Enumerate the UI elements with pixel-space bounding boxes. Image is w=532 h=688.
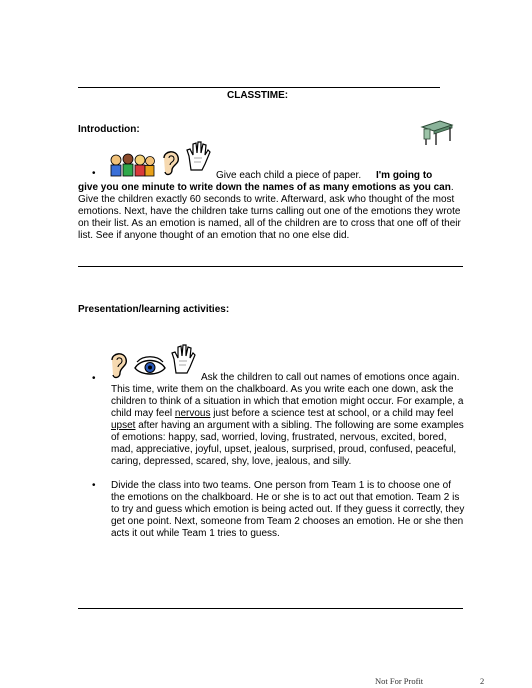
presentation-b1-line: caring, depressed, scared, shy, love, je… xyxy=(111,456,352,467)
presentation-b1-line: of emotions: happy, sad, worried, loving… xyxy=(111,432,447,443)
presentation-b1-line: This time, write them on the chalkboard.… xyxy=(111,384,454,395)
hand-icon xyxy=(170,343,196,375)
underlined-word: upset xyxy=(111,420,136,431)
presentation-b1-line: Ask the children to call out names of em… xyxy=(201,372,460,383)
presentation-b2-line: acts it out while Team 1 tries to guess. xyxy=(111,528,280,539)
presentation-b2-line: Divide the class into two teams. One per… xyxy=(111,480,451,491)
presentation-b1-line: mad, appreciative, joyful, upset, jealou… xyxy=(111,444,457,455)
presentation-b1-line: child may feel nervous just before a sci… xyxy=(111,408,453,420)
intro-line1-plain: Give each child a piece of paper. xyxy=(216,170,362,181)
text-fragment: after having an argument with a sibling.… xyxy=(135,420,464,431)
intro-line2-end: . xyxy=(450,182,454,193)
text-fragment: just before a science test at school, or… xyxy=(210,408,454,419)
page-title: CLASSTIME: xyxy=(227,90,289,101)
presentation-b1-line: upset after having an argument with a si… xyxy=(111,420,464,432)
intro-heading: Introduction: xyxy=(78,124,140,135)
intro-text-line: Give the children exactly 60 seconds to … xyxy=(78,194,455,205)
intro-text-line: list. See if anyone thought of an emotio… xyxy=(78,230,350,241)
intro-text-line: on their list. As an emotion is named, a… xyxy=(78,218,461,229)
eye-icon xyxy=(133,356,167,378)
intro-text-line: emotions. Next, have the children take t… xyxy=(78,206,461,217)
page-number: 2 xyxy=(480,676,485,686)
intro-bullet: • xyxy=(92,168,96,179)
presentation-b2-line: to try and guess which emotion is being … xyxy=(111,504,465,515)
ear-icon xyxy=(160,148,182,178)
footer-text: Not For Profit xyxy=(375,676,424,686)
presentation-b2-line: the emotions on the chalkboard. He or sh… xyxy=(111,492,460,503)
underlined-word: nervous xyxy=(174,408,211,419)
intro-line1-bold: I'm going to xyxy=(376,170,433,181)
presentation-bullet-2: • xyxy=(92,480,96,491)
desk-icon xyxy=(418,117,454,147)
children-group-icon xyxy=(108,152,156,178)
text-fragment: child may feel xyxy=(111,408,175,419)
presentation-bullet-1: • xyxy=(92,373,96,384)
top-rule xyxy=(78,87,440,88)
presentation-b1-line: children to think of a situation in whic… xyxy=(111,396,464,407)
presentation-b2-line: get one point. Next, someone from Team 2… xyxy=(111,516,464,527)
intro-line2-bold: give you one minute to write down the na… xyxy=(78,182,451,193)
hand-icon xyxy=(185,140,211,172)
section-rule xyxy=(78,266,463,267)
intro-line2: give you one minute to write down the na… xyxy=(78,182,454,194)
ear-icon xyxy=(108,350,130,382)
presentation-heading: Presentation/learning activities: xyxy=(78,304,230,315)
bottom-rule xyxy=(78,608,463,609)
